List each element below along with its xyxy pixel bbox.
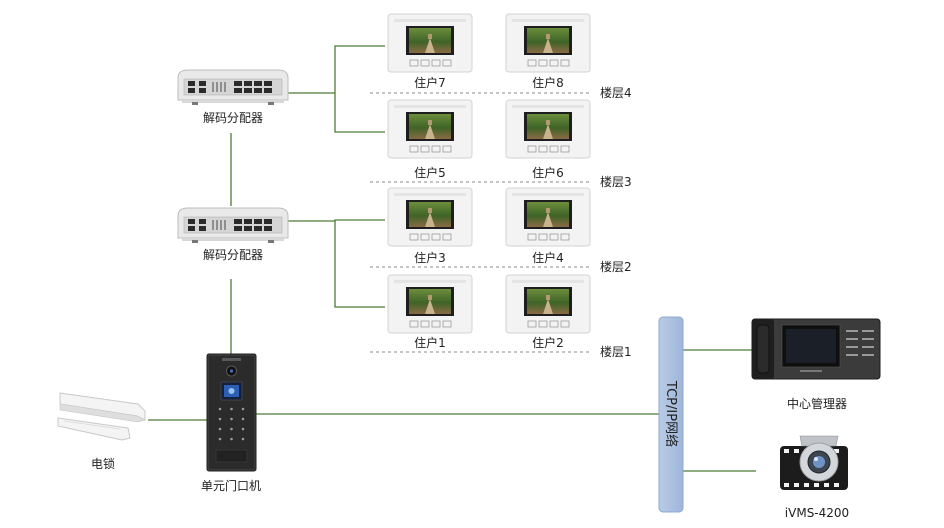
floor-label: 楼层1: [600, 344, 632, 359]
camera-film-icon: [780, 435, 848, 490]
resident-label: 住户2: [532, 335, 564, 350]
center-management-unit: [751, 318, 881, 380]
resident-label: 住户4: [532, 250, 564, 265]
connection-lines: [148, 45, 756, 472]
floor-label: 楼层3: [600, 174, 632, 189]
splitter-label: 解码分配器: [203, 111, 263, 125]
resident-monitor: 住户3: [387, 187, 473, 265]
splitter-label: 解码分配器: [203, 248, 263, 262]
door-station-label: 单元门口机: [201, 478, 261, 493]
resident-label: 住户6: [532, 165, 564, 180]
resident-label: 住户8: [532, 75, 564, 90]
resident-monitor: 住户2: [505, 274, 591, 350]
resident-label: 住户7: [414, 75, 446, 90]
door-station: [206, 353, 257, 472]
resident-label: 住户5: [414, 165, 446, 180]
floor-label: 楼层4: [600, 85, 632, 100]
resident-monitor: 住户4: [505, 187, 591, 265]
resident-monitor: 住户1: [387, 274, 473, 350]
resident-label: 住户3: [414, 250, 446, 265]
floor-label: 楼层2: [600, 259, 632, 274]
software-label: iVMS-4200: [785, 506, 849, 520]
resident-monitor: 住户5: [387, 99, 473, 180]
resident-monitor: 住户6: [505, 99, 591, 180]
floor-dividers: [370, 92, 590, 353]
lock-label: 电锁: [91, 456, 115, 471]
decoding-splitter-bottom: 解码分配器: [177, 207, 289, 262]
decoding-splitter-top: 解码分配器: [177, 69, 289, 125]
electric-lock: [57, 392, 146, 441]
center-label: 中心管理器: [787, 396, 847, 411]
network-bar: [658, 316, 684, 513]
resident-label: 住户1: [414, 335, 446, 350]
resident-monitor: 住户7: [387, 13, 473, 90]
network-label: TCP/IP网络: [663, 380, 679, 447]
resident-monitor: 住户8: [505, 13, 591, 90]
